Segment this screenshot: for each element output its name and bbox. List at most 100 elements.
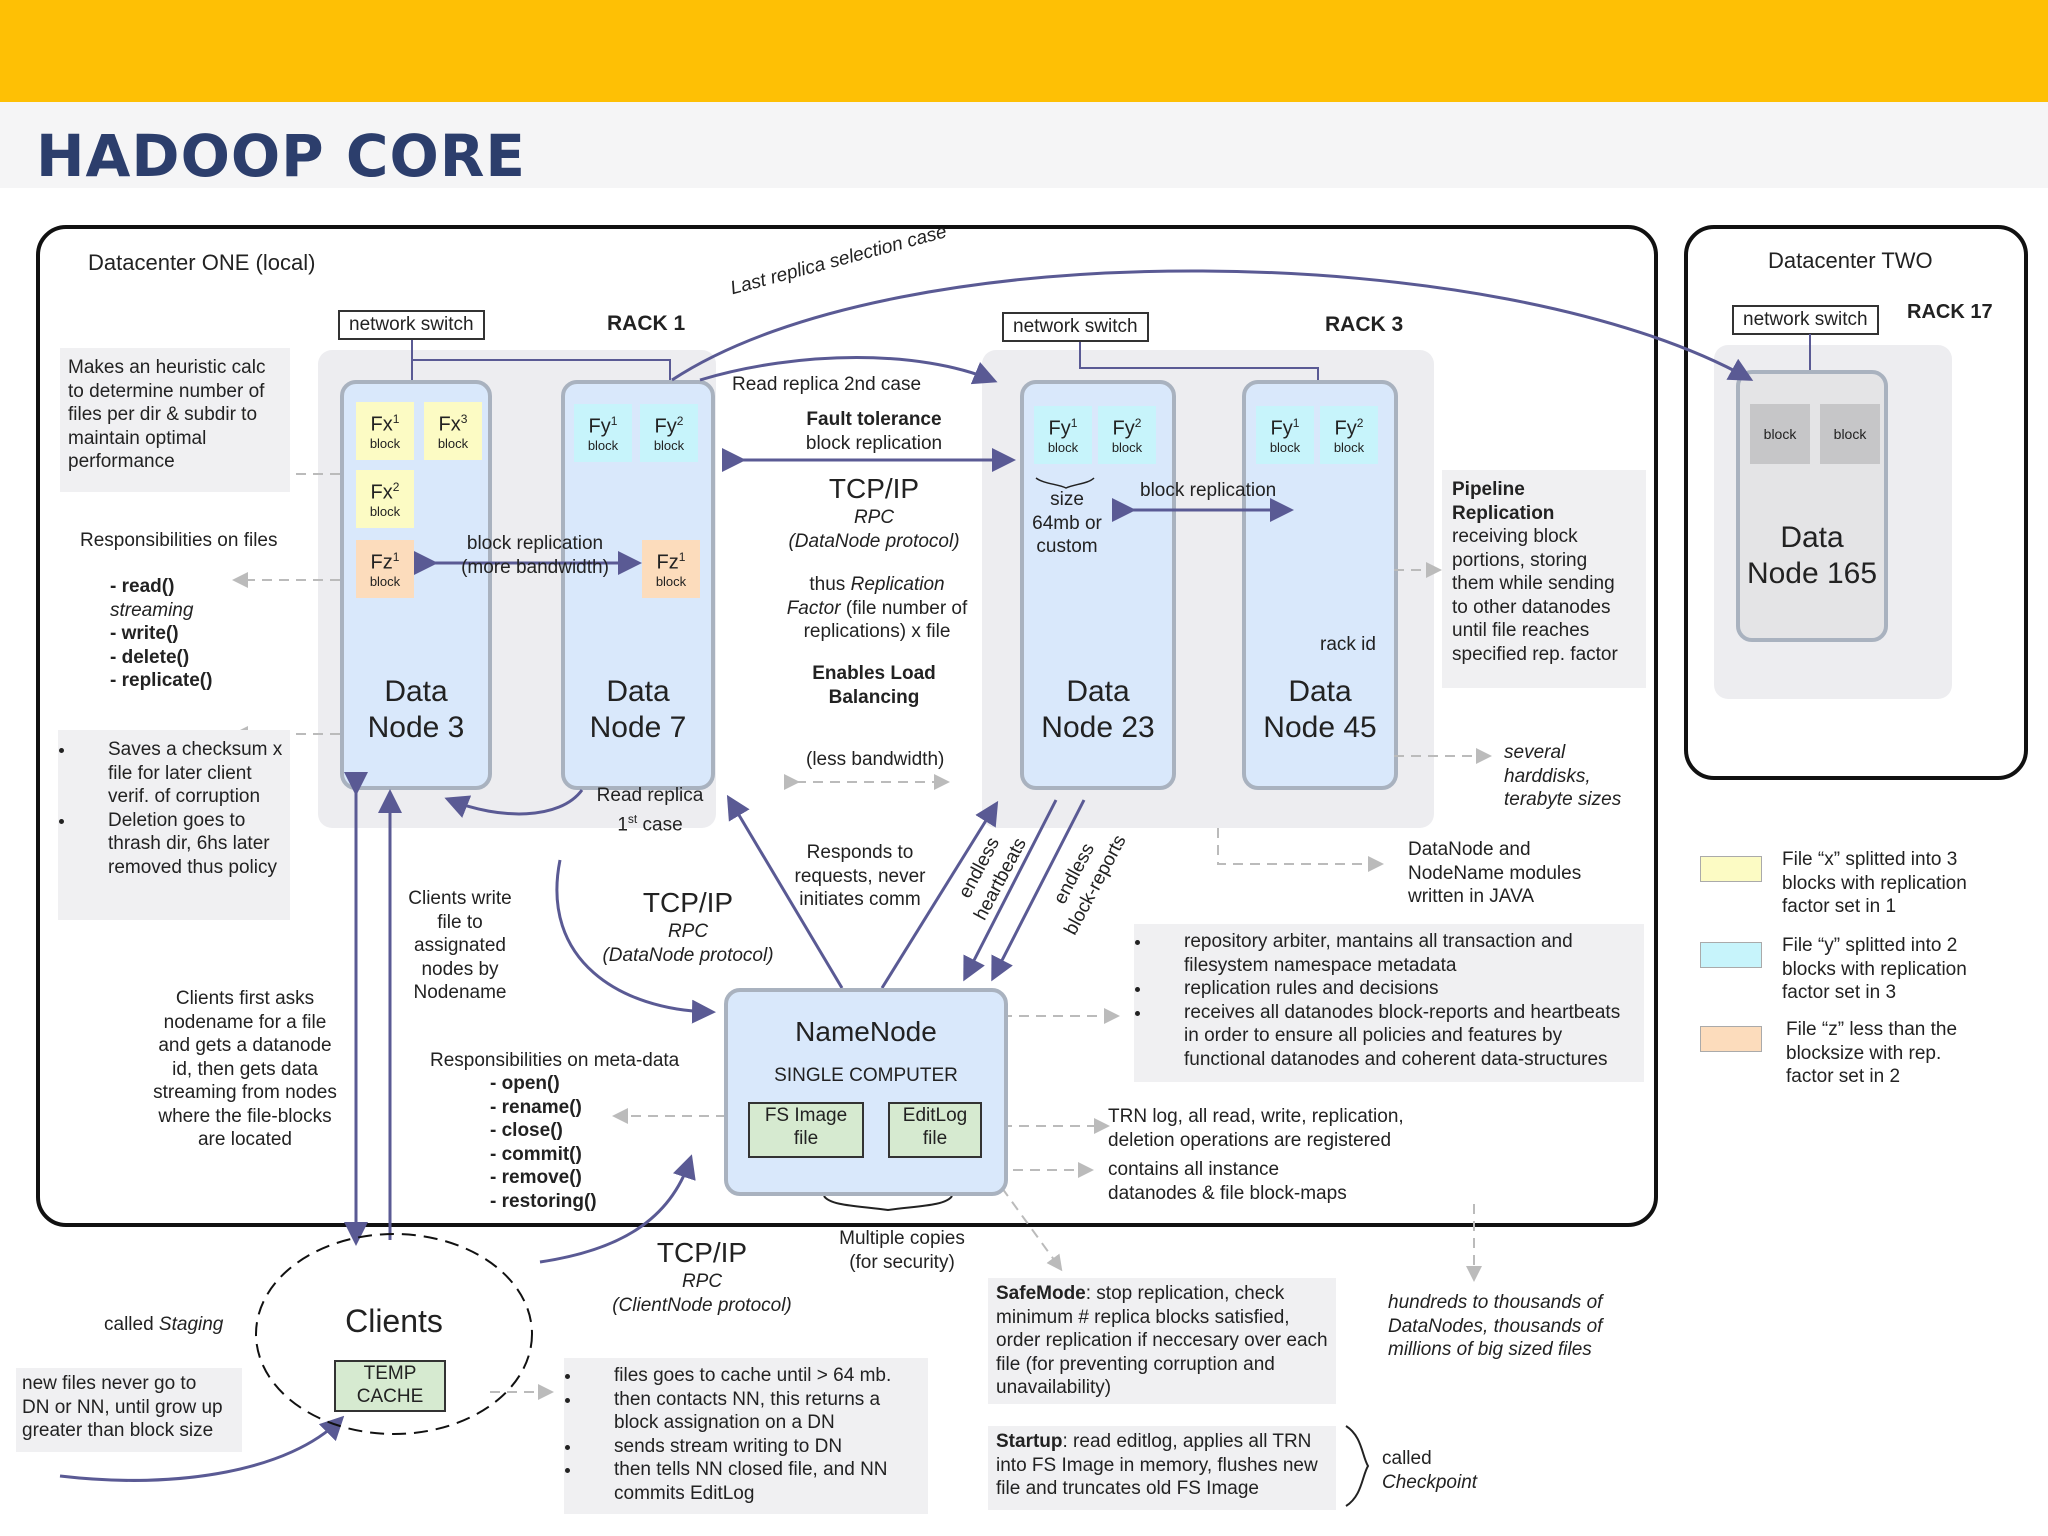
last-replica-arrow bbox=[671, 269, 1754, 382]
datacenter-two-frame bbox=[1684, 225, 2028, 780]
datanode-7-line2: Node 7 bbox=[589, 711, 687, 744]
datanode-45-line1: Data bbox=[1288, 675, 1352, 708]
datacenter-one-title: Datacenter ONE (local) bbox=[88, 250, 316, 275]
responds-arrow bbox=[726, 794, 844, 989]
tcpip-datanode-protocol-1: TCP/IP RPC (DataNode protocol) bbox=[788, 473, 960, 552]
rack17-label: RACK 17 bbox=[1907, 301, 1993, 323]
rack1-replication-label: block replication(more bandwidth) bbox=[461, 533, 609, 578]
rack3-label: RACK 3 bbox=[1325, 313, 1404, 336]
rack17-network-switch: network switch bbox=[1732, 305, 1879, 335]
less-bandwidth-label: (less bandwidth) bbox=[806, 749, 945, 770]
staging-label: called Staging bbox=[104, 1314, 224, 1335]
legend-swatch-z bbox=[1700, 1026, 1762, 1052]
rack3-replication-label: block replication bbox=[1140, 480, 1277, 501]
namenode-subtitle: SINGLE COMPUTER bbox=[774, 1065, 958, 1086]
blockreports-arrow-1 bbox=[963, 799, 1058, 982]
resp-files-title: Responsibilities on files bbox=[80, 530, 278, 551]
datanode-23-line2: Node 23 bbox=[1041, 711, 1155, 744]
java-connector bbox=[1217, 828, 1384, 872]
tcpip-clientnode-protocol: TCP/IP RPC (ClientNode protocol) bbox=[612, 1237, 792, 1316]
rack1-switch-line bbox=[411, 340, 671, 380]
datanode-7-line1: Data bbox=[606, 675, 670, 708]
dc2-block-2: block bbox=[1820, 404, 1880, 464]
size-brace bbox=[1035, 477, 1095, 489]
header-bar bbox=[0, 0, 2048, 102]
datanode-23-line1: Data bbox=[1066, 675, 1130, 708]
read-replica-2nd-label: Read replica 2nd case bbox=[732, 374, 922, 395]
trn-log-note: TRN log, all read, write, replication,de… bbox=[1108, 1106, 1404, 1151]
clients-boundary bbox=[255, 1233, 533, 1435]
rack-id-label: rack id bbox=[1320, 634, 1376, 655]
heartbeats-arrow bbox=[880, 800, 999, 989]
rack1-network-switch: network switch bbox=[338, 310, 485, 340]
resp-meta-list: - open()- rename()- close()- commit()- r… bbox=[490, 1073, 597, 1212]
rack3-network-switch: network switch bbox=[1002, 312, 1149, 342]
datanode-3-line1: Data bbox=[384, 675, 448, 708]
blockreports-arrow-2 bbox=[991, 799, 1086, 982]
checkpoint-brace bbox=[1345, 1425, 1370, 1507]
multiple-copies-brace bbox=[823, 1195, 953, 1212]
read-replica-1st-arrow bbox=[444, 789, 584, 818]
title-band bbox=[0, 102, 2048, 188]
cache-bullets-note: files goes to cache until > 64 mb. then … bbox=[564, 1358, 928, 1514]
clientnode-protocol-arrow bbox=[539, 1154, 696, 1264]
safemode-connector bbox=[1001, 1187, 1063, 1272]
datanode-165-line2: Node 165 bbox=[1746, 557, 1878, 590]
dc2-block-1: block bbox=[1750, 404, 1810, 464]
clients-title: Clients bbox=[345, 1303, 443, 1339]
datanode-45-line2: Node 45 bbox=[1263, 711, 1377, 744]
namenode-bullets-note: repository arbiter, mantains all transac… bbox=[1134, 924, 1644, 1082]
clients-write-arrow bbox=[555, 859, 716, 1024]
resp-files-list: - read() streaming - write() - delete() … bbox=[110, 576, 213, 691]
legend-swatch-y bbox=[1700, 942, 1762, 968]
safemode-note: SafeMode: stop replication, check minimu… bbox=[988, 1278, 1336, 1404]
checksum-note: Saves a checksum x file for later client… bbox=[58, 730, 290, 920]
multiple-copies-note: Multiple copies(for security) bbox=[839, 1228, 965, 1273]
startup-note: Startup: read editlog, applies all TRN i… bbox=[988, 1426, 1336, 1510]
datacenter-one-frame bbox=[36, 225, 1658, 1227]
rack3-switch-line bbox=[1079, 342, 1319, 380]
slide-title: HADOOP CORE bbox=[36, 122, 527, 190]
namenode-title: NameNode bbox=[795, 1016, 937, 1047]
datanode-3-line2: Node 3 bbox=[367, 711, 465, 744]
rack1-label: RACK 1 bbox=[607, 312, 686, 335]
read-replica-2nd-arrow bbox=[699, 356, 998, 385]
staging-arrow bbox=[59, 1415, 345, 1482]
legend-swatch-x bbox=[1700, 856, 1762, 882]
resp-meta-title: Responsibilities on meta-data bbox=[430, 1050, 680, 1071]
datacenter-two-title: Datacenter TWO bbox=[1768, 248, 1933, 273]
